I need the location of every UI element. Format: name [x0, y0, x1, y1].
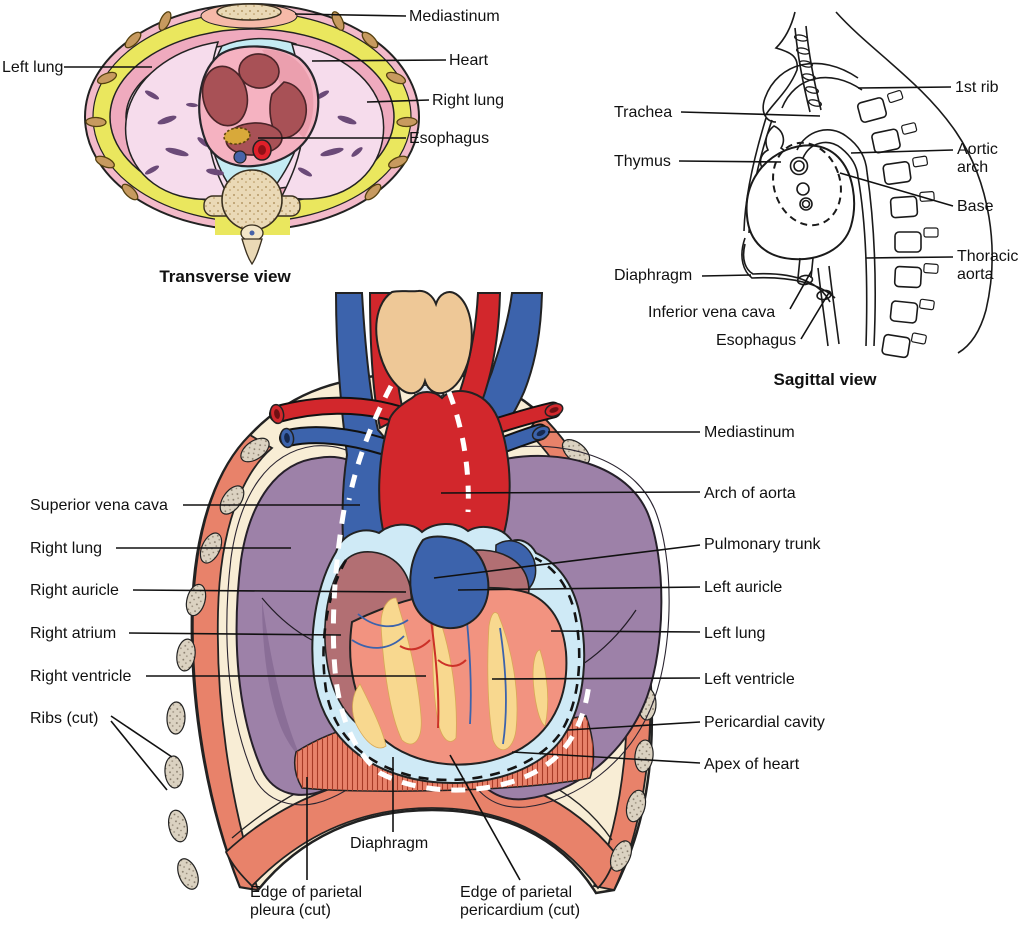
label-pericardial-cavity: Pericardial cavity [704, 714, 825, 731]
cardiac-veins [351, 611, 507, 745]
label-right-auricle: Right auricle [30, 582, 119, 599]
label-left-ventricle: Left ventricle [704, 671, 795, 688]
thyroid-gland [375, 289, 473, 395]
epicardial-fat [352, 597, 549, 751]
label-arch-of-aorta: Arch of aorta [704, 485, 796, 502]
great-vessel-sections [789, 156, 813, 211]
right-subclavian-vein [281, 428, 389, 453]
anterior-view-illustration [164, 289, 670, 895]
label-pulmonary-trunk: Pulmonary trunk [704, 536, 821, 553]
label-diaphragm-sagittal: Diaphragm [614, 267, 693, 284]
label-thoracic-aorta: Thoracic aorta [957, 248, 1019, 283]
azygos-vein-section [233, 150, 247, 164]
esophagus-sagittal [817, 265, 840, 347]
sagittal-view-caption: Sagittal view [773, 370, 877, 389]
label-ribs-cut: Ribs (cut) [30, 710, 99, 727]
transverse-view-caption: Transverse view [159, 267, 291, 286]
label-diaphragm-anterior: Diaphragm [350, 835, 429, 852]
label-trachea: Trachea [614, 104, 673, 121]
transverse-view-illustration [84, 3, 420, 266]
back-outline [835, 11, 993, 354]
label-edge-parietal-pleura: Edge of parietal pleura (cut) [250, 884, 363, 919]
vertebra [203, 169, 301, 266]
parietal-pericardium-dashed-edge [322, 556, 581, 782]
label-inferior-vena-cava: Inferior vena cava [648, 304, 776, 321]
neck-front-outline [764, 11, 799, 117]
label-thymus: Thymus [614, 153, 671, 170]
label-base: Base [957, 198, 994, 215]
esophagus-section [223, 127, 251, 145]
right-lung-shading [262, 600, 354, 781]
aorta-lumen [258, 145, 266, 155]
aortic-arch-sagittal [796, 129, 868, 178]
spinous-process [241, 238, 263, 266]
ivc-stub [797, 257, 814, 279]
mediastinum-dashed-boundary [330, 384, 592, 793]
label-right-atrium: Right atrium [30, 625, 117, 642]
label-right-lung-transverse: Right lung [432, 92, 505, 109]
label-esophagus-transverse: Esophagus [409, 130, 490, 147]
thoracic-aorta-sagittal [857, 171, 876, 347]
label-left-lung-transverse: Left lung [2, 59, 64, 76]
heart-base-dashed [772, 141, 842, 227]
sagittal-view-illustration [741, 11, 993, 359]
label-right-lung-anterior: Right lung [30, 540, 103, 557]
leader-lines [64, 13, 954, 881]
rib-cross-sections-transverse [85, 11, 418, 201]
label-mediastinum-transverse: Mediastinum [409, 8, 500, 25]
label-superior-vena-cava: Superior vena cava [30, 497, 168, 514]
label-left-auricle: Left auricle [704, 579, 783, 596]
label-left-lung-anterior: Left lung [704, 625, 766, 642]
label-mediastinum-anterior: Mediastinum [704, 424, 795, 441]
rib-facets [887, 89, 939, 345]
label-right-ventricle: Right ventricle [30, 668, 132, 685]
spine-sagittal [856, 89, 939, 359]
label-first-rib: 1st rib [955, 79, 999, 96]
label-aortic-arch: Aortic arch [957, 141, 998, 176]
label-apex-of-heart: Apex of heart [704, 756, 800, 773]
label-edge-parietal-pericardium: Edge of parietal pericardium (cut) [460, 884, 581, 919]
trachea-sagittal [794, 25, 822, 113]
label-heart-transverse: Heart [449, 52, 489, 69]
right-subclavian-artery [271, 398, 405, 421]
trachea-rings-sagittal [793, 34, 822, 107]
pulmonary-trunk [409, 535, 490, 630]
sternum [216, 3, 282, 21]
vessel-cut-ends [269, 402, 564, 449]
first-rib-shape [762, 62, 863, 123]
label-esophagus-sagittal: Esophagus [716, 332, 797, 349]
